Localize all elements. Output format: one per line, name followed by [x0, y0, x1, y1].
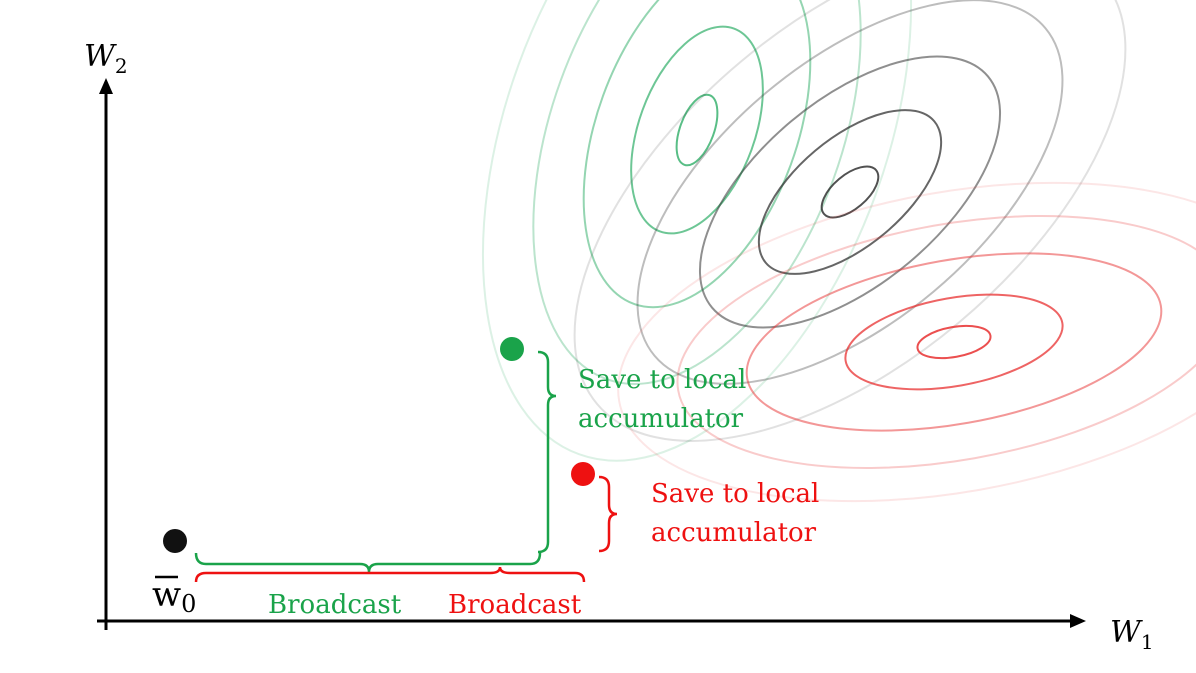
y-axis-label: W2: [84, 39, 128, 78]
start-point: w0: [152, 529, 196, 618]
green-save-label-line2: accumulator: [578, 404, 744, 434]
red-broadcast-brace: [194, 566, 586, 583]
red-worker-dot: [571, 462, 595, 486]
red-contour-1: [916, 324, 992, 360]
red-contour-2: [844, 293, 1064, 391]
global-contour-1: [820, 165, 880, 219]
green-worker-dot: [500, 337, 524, 361]
green-loss-contours: [481, 0, 913, 462]
red-worker: Broadcast Save to local accumulator: [194, 462, 819, 620]
start-point-label: w0: [152, 575, 196, 618]
green-contour-4: [532, 0, 862, 385]
green-contour-1: [675, 93, 719, 167]
red-save-label-line2: accumulator: [651, 518, 817, 548]
red-contour-4: [676, 215, 1196, 469]
red-broadcast-label: Broadcast: [448, 590, 582, 620]
start-point-dot: [163, 529, 187, 553]
global-contour-2: [757, 109, 943, 275]
green-save-brace: [537, 350, 557, 554]
x-axis-arrowhead: [1070, 614, 1086, 628]
green-worker: Broadcast Save to local accumulator: [194, 337, 746, 620]
red-contour-3: [745, 252, 1163, 432]
axes: W1 W2: [84, 39, 1154, 654]
green-contour-2: [630, 25, 764, 235]
green-contour-5: [481, 0, 913, 462]
x-axis-label: W1: [1110, 615, 1154, 654]
green-contour-3: [582, 0, 812, 309]
green-broadcast-brace: [194, 552, 542, 573]
red-loss-contours: [617, 181, 1196, 503]
global-contour-4: [636, 0, 1064, 385]
green-save-label-line1: Save to local: [578, 365, 746, 395]
red-save-brace: [598, 475, 618, 553]
global-contour-3: [698, 55, 1002, 329]
global-loss-contours: [573, 0, 1127, 442]
red-save-label-line1: Save to local: [651, 479, 819, 509]
red-contour-5: [617, 181, 1196, 503]
green-broadcast-label: Broadcast: [268, 590, 402, 620]
global-contour-5: [573, 0, 1127, 442]
y-axis-arrowhead: [99, 78, 113, 94]
